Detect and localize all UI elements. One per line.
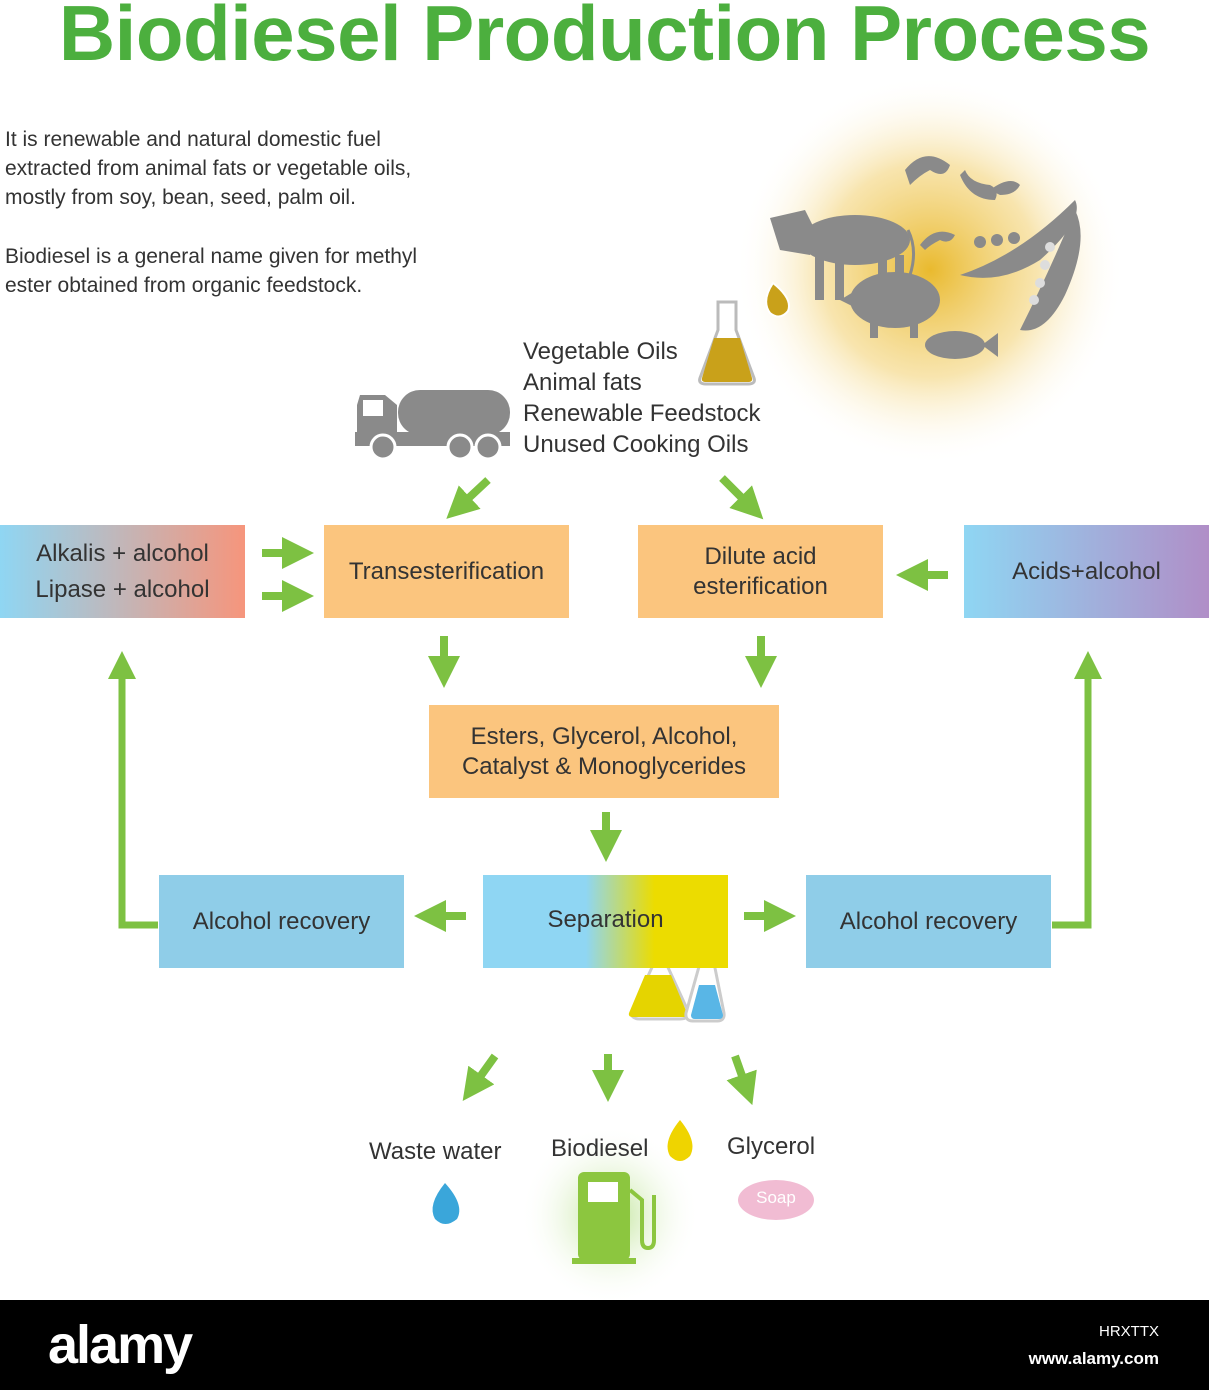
alcohol-recovery-right-box: Alcohol recovery: [806, 875, 1051, 968]
arrow-to-glycerol: [726, 1054, 757, 1106]
loop-left: [108, 651, 158, 929]
soap-label: Soap: [756, 1188, 796, 1207]
tanker-truck-icon: [355, 390, 510, 461]
mixture-label: Esters, Glycerol, Alcohol,: [470, 722, 738, 750]
mixture-box: Esters, Glycerol, Alcohol, Catalyst & Mo…: [429, 705, 779, 798]
loop-right: [1052, 651, 1102, 929]
feedstock-item: Renewable Feedstock: [523, 400, 761, 427]
fuel-pump-icon: [572, 1172, 656, 1264]
brand-logo: alamy: [48, 1315, 193, 1375]
page-title: Biodiesel Production Process: [58, 0, 1151, 77]
arrow-feed-to-trans: [446, 477, 491, 519]
glycerol-label: Glycerol: [727, 1133, 816, 1160]
footer-bar: [0, 1300, 1209, 1390]
separation-box: Separation: [483, 875, 728, 968]
catalyst-left-box: Alkalis + alcohol Lipase + alcohol: [0, 525, 245, 618]
dilute-acid-box: Dilute acid esterification: [638, 525, 883, 618]
feedstock-item: Vegetable Oils: [523, 338, 678, 365]
feedstock-item: Animal fats: [523, 369, 642, 396]
alcohol-recovery-label: Alcohol recovery: [192, 907, 371, 935]
dilute-acid-label: esterification: [693, 572, 828, 600]
intro-line: ester obtained from organic feedstock.: [5, 274, 363, 297]
catalyst-label: Alkalis + alcohol: [36, 539, 209, 567]
alcohol-recovery-left-box: Alcohol recovery: [159, 875, 404, 968]
arrow-to-waste: [462, 1053, 499, 1101]
separation-label: Separation: [547, 906, 664, 933]
pea-pod-icon: [960, 200, 1081, 331]
transesterification-box: Transesterification: [324, 525, 569, 618]
intro-paragraph-1: It is renewable and natural domestic fue…: [5, 125, 525, 212]
waste-water-label: Waste water: [369, 1138, 502, 1165]
intro-paragraph-2: Biodiesel is a general name given for me…: [5, 242, 525, 300]
oil-drop-icon: [765, 281, 790, 318]
yellow-drop-icon: [667, 1120, 693, 1161]
fish-icon: [925, 331, 998, 359]
transesterification-label: Transesterification: [348, 557, 545, 585]
catalyst-label: Lipase + alcohol: [35, 575, 210, 603]
acids-alcohol-label: Acids+alcohol: [1012, 557, 1161, 585]
dilute-acid-label: Dilute acid: [704, 542, 817, 570]
separation-flasks-icon: [628, 931, 726, 1023]
mixture-label: Catalyst & Monoglycerides: [461, 752, 747, 780]
feedstock-glow: [735, 75, 1125, 465]
water-drop-icon: [432, 1183, 460, 1224]
image-id: HRXTTX: [1099, 1323, 1159, 1340]
site-url: www.alamy.com: [1028, 1349, 1159, 1368]
biodiesel-label: Biodiesel: [551, 1135, 649, 1162]
oil-flask-icon: [698, 300, 756, 386]
arrow-feed-to-acid: [719, 475, 764, 520]
soap-icon: [738, 1180, 814, 1220]
intro-line: Biodiesel is a general name given for me…: [5, 245, 418, 268]
intro-line: It is renewable and natural domestic fue…: [5, 128, 381, 151]
pig-icon: [840, 272, 940, 338]
intro-line: mostly from soy, bean, seed, palm oil.: [5, 186, 356, 209]
feedstock-item: Unused Cooking Oils: [523, 431, 749, 458]
alcohol-recovery-label: Alcohol recovery: [839, 907, 1018, 935]
diagram-artwork: [108, 75, 1125, 1300]
bean-icon: [905, 156, 1020, 250]
intro-line: extracted from animal fats or vegetable …: [5, 157, 412, 180]
acids-alcohol-box: Acids+alcohol: [964, 525, 1209, 618]
